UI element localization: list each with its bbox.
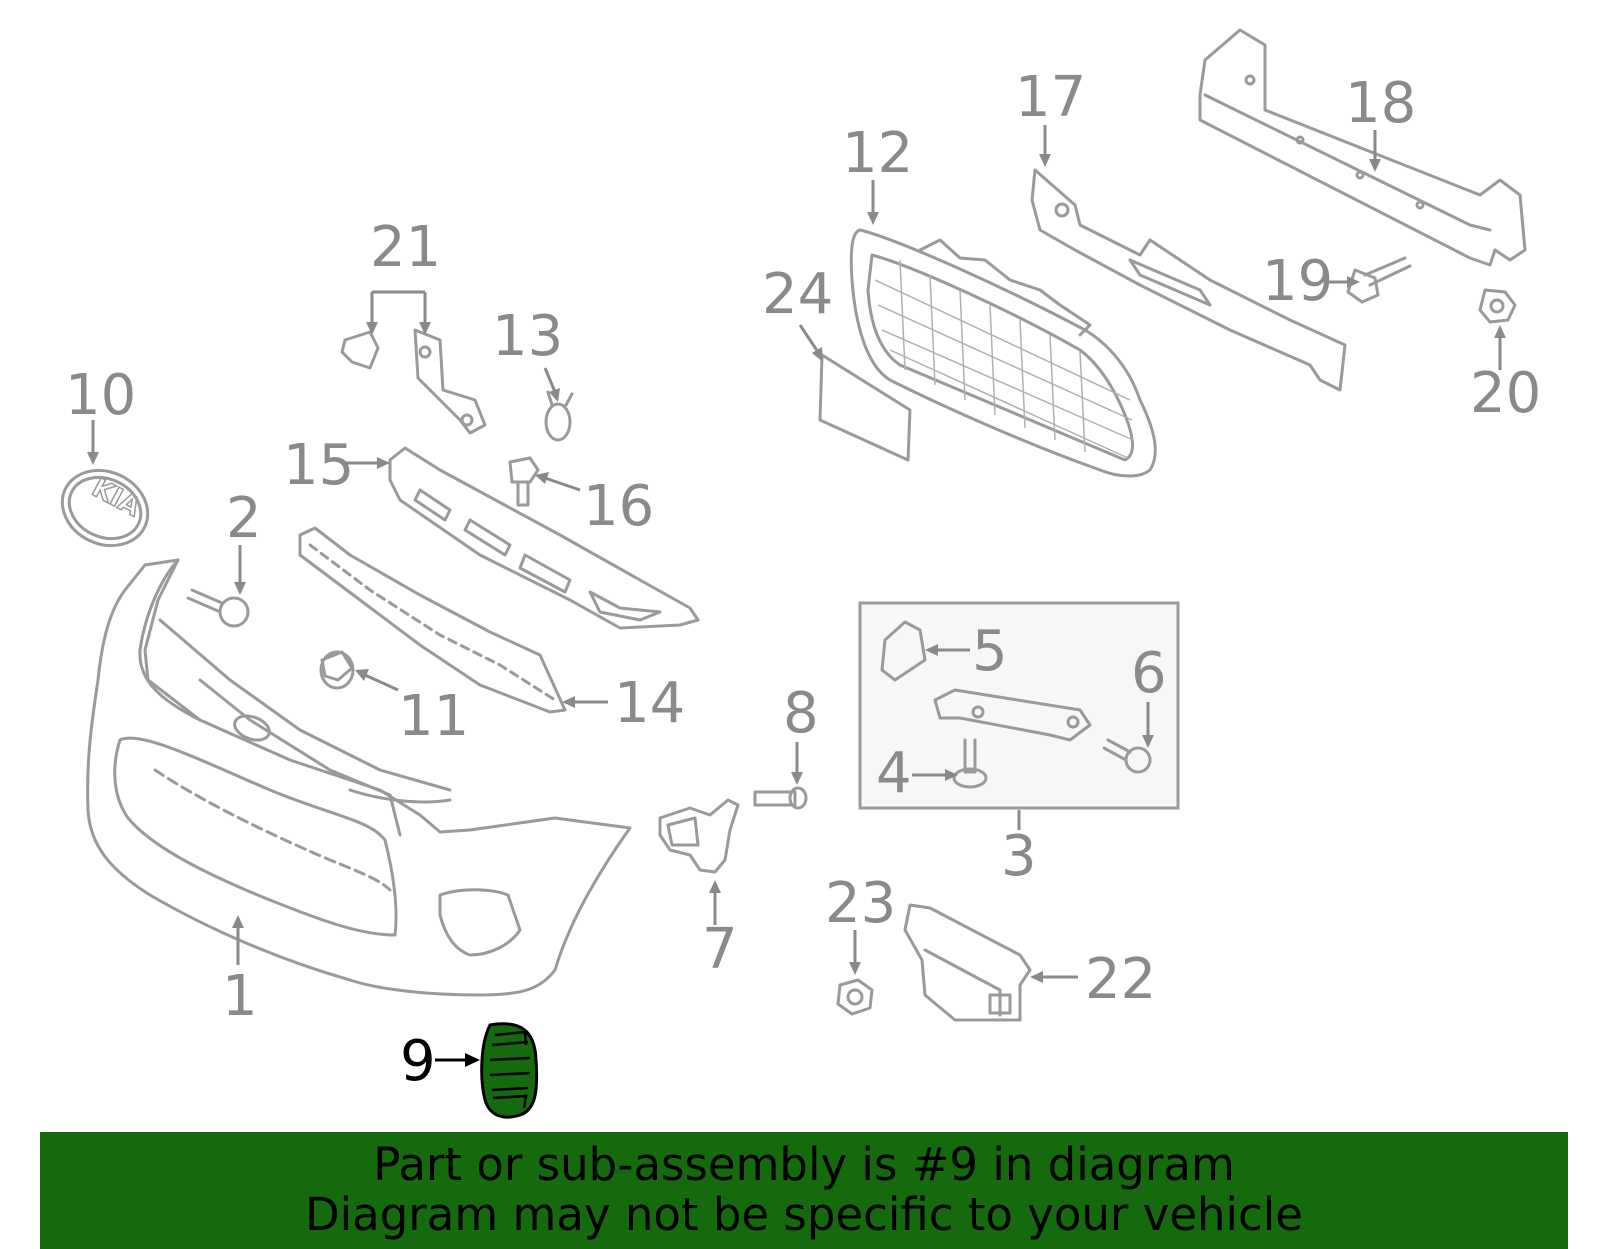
emblem-lettering: KIA <box>87 473 145 523</box>
part-1-bumper-cover <box>86 558 632 997</box>
callout-4: 4 <box>876 741 912 806</box>
callout-5: 5 <box>972 619 1008 684</box>
callout-22: 22 <box>1085 947 1156 1012</box>
callout-21: 21 <box>370 215 441 280</box>
part-2-screw <box>186 588 250 628</box>
callout-8: 8 <box>783 681 819 746</box>
part-16-screw <box>508 456 540 507</box>
part-8-bolt <box>753 786 808 810</box>
callout-16: 16 <box>583 474 654 539</box>
part-18-bumper-beam <box>1198 28 1527 267</box>
part-6-screw <box>1102 738 1132 762</box>
callout-6: 6 <box>1131 641 1167 706</box>
callout-11: 11 <box>398 684 469 749</box>
part-14-lower-grille <box>298 526 567 714</box>
part-21-brackets <box>340 328 487 435</box>
callout-23: 23 <box>825 871 896 936</box>
callout-15: 15 <box>283 433 354 498</box>
part-23-nut <box>836 978 874 1016</box>
callout-9[interactable]: 9 <box>400 1029 436 1094</box>
callout-2: 2 <box>226 486 262 551</box>
part-7-side-bracket <box>658 798 740 874</box>
banner-line-disclaimer: Diagram may not be specific to your vehi… <box>305 1188 1303 1241</box>
part-19-bolt <box>1346 256 1412 304</box>
part-4-bolt <box>963 738 977 774</box>
part-15-upper-bracket <box>388 446 700 630</box>
part-9-highlighted[interactable] <box>480 1022 539 1119</box>
part-5-clip <box>880 620 927 682</box>
callout-19: 19 <box>1262 249 1333 314</box>
callout-13: 13 <box>492 304 563 369</box>
callout-24: 24 <box>762 262 833 327</box>
part-10-emblem: KIA <box>60 468 150 548</box>
part-13-clip <box>544 390 574 442</box>
part-20-nut <box>1478 288 1517 324</box>
callout-12: 12 <box>842 121 913 186</box>
part-12-radiator-grille <box>849 228 1157 478</box>
callout-labels: 1 2 3 4 5 6 7 8 9 10 11 12 13 14 15 16 1… <box>65 65 1541 1094</box>
disclaimer-banner: Part or sub-assembly is #9 in diagram Di… <box>40 1132 1568 1249</box>
callout-10: 10 <box>65 363 136 428</box>
part-22-sensor-module <box>903 903 1032 1022</box>
callout-14: 14 <box>614 671 685 736</box>
callout-20: 20 <box>1470 361 1541 426</box>
leader-lines <box>87 125 1506 1067</box>
banner-line-part: Part or sub-assembly is #9 in diagram <box>373 1138 1235 1191</box>
callout-3: 3 <box>1001 824 1037 889</box>
callout-17: 17 <box>1015 65 1086 130</box>
callout-1: 1 <box>222 964 258 1029</box>
callout-7: 7 <box>702 917 738 982</box>
callout-18: 18 <box>1345 71 1416 136</box>
part-17-energy-absorber <box>1030 168 1347 392</box>
part-24-plate <box>818 353 912 462</box>
part-11-clip <box>319 650 355 690</box>
